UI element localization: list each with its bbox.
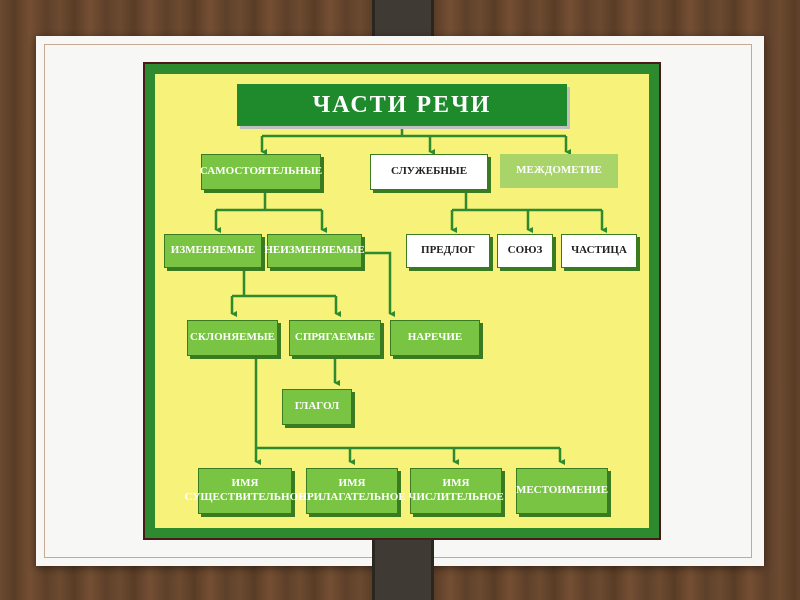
node-mestoimenie: МЕСТОИМЕНИЕ (516, 468, 608, 514)
node-neizmenyaemye: НЕИЗМЕНЯЕМЫЕ (264, 234, 365, 268)
node-spryagaemye: СПРЯГАЕМЫЕ (289, 320, 381, 356)
board-strap-bottom (372, 538, 434, 600)
node-prilagatelnoe-line1: ИМЯ (338, 477, 366, 490)
node-chislitelnoe: ИМЯ ЧИСЛИТЕЛЬНОЕ (408, 468, 504, 514)
diagram-title: ЧАСТИ РЕЧИ (237, 84, 567, 126)
node-izmenyaemye: ИЗМЕНЯЕМЫЕ (164, 234, 262, 268)
node-samostoyatelnye: САМОСТОЯТЕЛЬНЫЕ (200, 154, 322, 190)
node-prilagatelnoe: ИМЯ ПРИЛАГАТЕЛЬНОЕ (298, 468, 406, 514)
node-mezhdometie: МЕЖДОМЕТИЕ (500, 154, 618, 188)
node-prilagatelnoe-line2: ПРИЛАГАТЕЛЬНОЕ (298, 491, 406, 503)
node-chislitelnoe-line2: ЧИСЛИТЕЛЬНОЕ (408, 491, 504, 503)
node-sklonyaemye: СКЛОНЯЕМЫЕ (187, 320, 278, 356)
node-sluzhebnye: СЛУЖЕБНЫЕ (370, 154, 488, 190)
node-glagol: ГЛАГОЛ (282, 389, 352, 425)
node-chastitsa: ЧАСТИЦА (561, 234, 637, 268)
node-chislitelnoe-line1: ИМЯ (442, 477, 470, 490)
node-predlog: ПРЕДЛОГ (406, 234, 490, 268)
node-narechie: НАРЕЧИЕ (390, 320, 480, 356)
node-sushchestvitelnoe: ИМЯ СУЩЕСТВИТЕЛЬНОЕ (185, 468, 305, 514)
parts-of-speech-poster (143, 62, 661, 540)
poster-inner-panel (153, 72, 651, 530)
node-sushchestvitelnoe-line1: ИМЯ (231, 477, 259, 490)
node-soyuz: СОЮЗ (497, 234, 553, 268)
node-sushchestvitelnoe-line2: СУЩЕСТВИТЕЛЬНОЕ (184, 491, 306, 503)
